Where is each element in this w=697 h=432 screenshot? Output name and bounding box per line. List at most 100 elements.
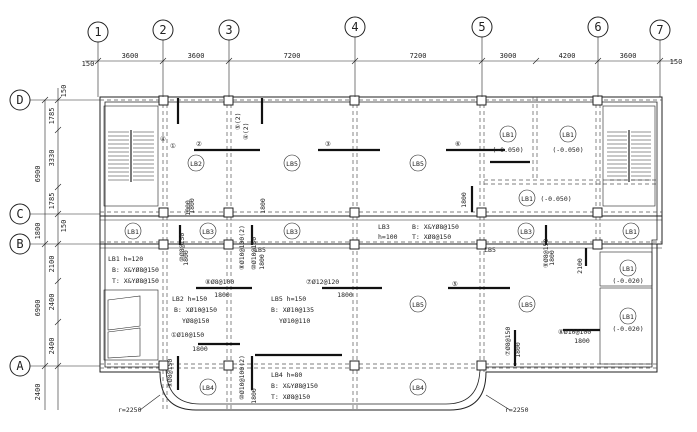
slab-label: LB1 bbox=[127, 228, 139, 236]
dim-text: 2400 bbox=[48, 338, 56, 355]
dim-text: 2400 bbox=[48, 294, 56, 311]
rebar-label: ④ bbox=[160, 135, 166, 143]
column bbox=[476, 239, 487, 250]
axis-label: 7 bbox=[656, 23, 663, 37]
slab-tag bbox=[283, 154, 301, 172]
slab-tag bbox=[619, 307, 637, 325]
dim-tick bbox=[94, 57, 102, 65]
dim-text: 3600 bbox=[620, 52, 637, 60]
axis-label: 2 bbox=[159, 23, 166, 37]
note: YØ8@150 bbox=[182, 317, 209, 325]
slab-label: LB1 bbox=[502, 131, 514, 139]
axis-label: 5 bbox=[478, 20, 485, 34]
column bbox=[592, 207, 603, 218]
bar-length: 1800 bbox=[259, 198, 267, 214]
axis-label: C bbox=[16, 207, 23, 221]
note: B: X&YØ8@150 bbox=[271, 382, 318, 390]
note: YØ10@110 bbox=[279, 317, 310, 325]
bar-length: 1800 bbox=[188, 198, 196, 214]
note: T: X&YØ8@150 bbox=[112, 277, 159, 285]
rebar-label: ⑤ bbox=[452, 280, 458, 288]
note: T: XØ8@150 bbox=[412, 233, 451, 241]
dim-text: 3330 bbox=[48, 150, 56, 167]
rebar-label: ⑦Ø8@150 bbox=[504, 327, 512, 356]
column bbox=[592, 239, 603, 250]
slab-tag bbox=[409, 378, 427, 396]
dim-text: 6900 bbox=[34, 300, 42, 317]
dim-text: 6900 bbox=[34, 166, 42, 183]
dim-tick bbox=[54, 362, 62, 370]
rebar-label: ⑩Ø8@150 bbox=[178, 233, 186, 262]
dim-text: 150 bbox=[82, 60, 95, 68]
dim-tick bbox=[594, 57, 602, 65]
dim-tick bbox=[159, 57, 167, 65]
dim-tick bbox=[351, 57, 359, 65]
note: h=100 bbox=[378, 233, 398, 241]
room-right-1 bbox=[599, 251, 653, 287]
bar-length: 1800 bbox=[548, 250, 556, 266]
slab-tag bbox=[409, 295, 427, 313]
rebar-label: ⑨Ø8@150 bbox=[542, 239, 550, 268]
column bbox=[349, 360, 360, 371]
slab-tag bbox=[518, 189, 536, 207]
axis-label: 1 bbox=[94, 25, 101, 39]
note: T: XØ8@150 bbox=[271, 393, 310, 401]
dim-tick bbox=[54, 126, 62, 134]
dim-tick bbox=[54, 318, 62, 326]
slab-label: LB5 bbox=[484, 246, 496, 254]
slab-label: LB5 bbox=[254, 246, 266, 254]
column bbox=[158, 95, 169, 106]
axis-label: 6 bbox=[594, 20, 601, 34]
bar-length: 1800 bbox=[192, 345, 208, 353]
rebar-label: ⑨Ø8@150 bbox=[166, 359, 174, 388]
stair-left-frame bbox=[103, 105, 159, 207]
rebar-label: ⑧Ø8@100 bbox=[205, 278, 234, 286]
dim-tick bbox=[54, 210, 62, 218]
bar-length: 1800 bbox=[250, 388, 258, 404]
radius-leader-right bbox=[485, 394, 511, 411]
rebar-label: ⑧Ø10@100 bbox=[558, 328, 591, 336]
rebar-label: ② bbox=[196, 140, 202, 148]
radius-leader-left bbox=[139, 394, 161, 411]
note: B: XØ10@135 bbox=[271, 306, 314, 314]
dim-tick bbox=[41, 362, 49, 370]
dim-text: 1785 bbox=[48, 193, 56, 210]
dim-tick bbox=[478, 57, 486, 65]
column bbox=[349, 95, 360, 106]
dim-tick bbox=[54, 277, 62, 285]
room-right-2 bbox=[599, 287, 653, 365]
dim-text: 150 bbox=[60, 85, 68, 98]
bar-length: 2100 bbox=[576, 258, 584, 274]
slab-label: LB3 bbox=[520, 228, 532, 236]
dim-tick bbox=[54, 96, 62, 104]
stair-lower-flight bbox=[107, 295, 141, 359]
bar-length: 1000 bbox=[184, 200, 192, 216]
column bbox=[349, 207, 360, 218]
dim-tick bbox=[532, 57, 540, 65]
dim-text: 4200 bbox=[559, 52, 576, 60]
slab-tag bbox=[517, 222, 535, 240]
slab-label: LB1 bbox=[562, 131, 574, 139]
slab-tag bbox=[622, 222, 640, 240]
dim-text: 150 bbox=[670, 58, 683, 66]
bar-length: 1800 bbox=[574, 337, 590, 345]
rebar-label: ④(2) bbox=[242, 122, 250, 140]
dim-text: 7200 bbox=[284, 52, 301, 60]
slab-label: LB3 bbox=[202, 228, 214, 236]
axis-label: 3 bbox=[225, 23, 232, 37]
slab-label: LB2 bbox=[190, 160, 202, 168]
dim-text: 1785 bbox=[48, 108, 56, 125]
dim-tick bbox=[225, 57, 233, 65]
slab-label: LB5 bbox=[412, 160, 424, 168]
slab-label: LB4 bbox=[412, 384, 424, 392]
slab-label: LB5 bbox=[521, 301, 533, 309]
rebar-label: ⑩Ø10@100(2) bbox=[238, 355, 246, 400]
radius-note: r=2250 bbox=[505, 406, 529, 414]
outer-wall bbox=[99, 96, 663, 411]
column bbox=[592, 95, 603, 106]
column bbox=[158, 207, 169, 218]
slab-tag bbox=[187, 154, 205, 172]
slab-tag bbox=[559, 125, 577, 143]
dim-text: 7200 bbox=[410, 52, 427, 60]
